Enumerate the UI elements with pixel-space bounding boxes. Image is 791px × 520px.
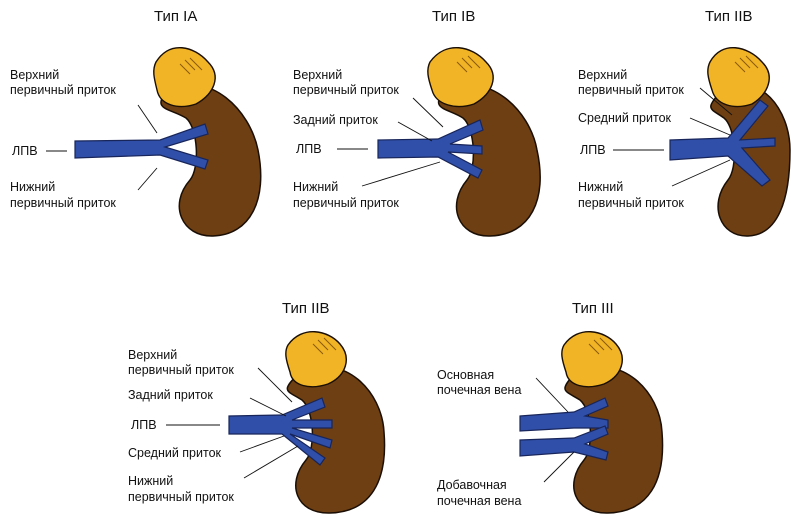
adrenal-gland xyxy=(562,332,622,387)
label-main-renal-vein-2: почечная вена xyxy=(437,383,521,398)
label-accessory-renal-vein-2: почечная вена xyxy=(437,494,521,509)
label-main-renal-vein: Основная xyxy=(437,368,494,383)
label-accessory-renal-vein: Добавочная xyxy=(437,478,507,493)
